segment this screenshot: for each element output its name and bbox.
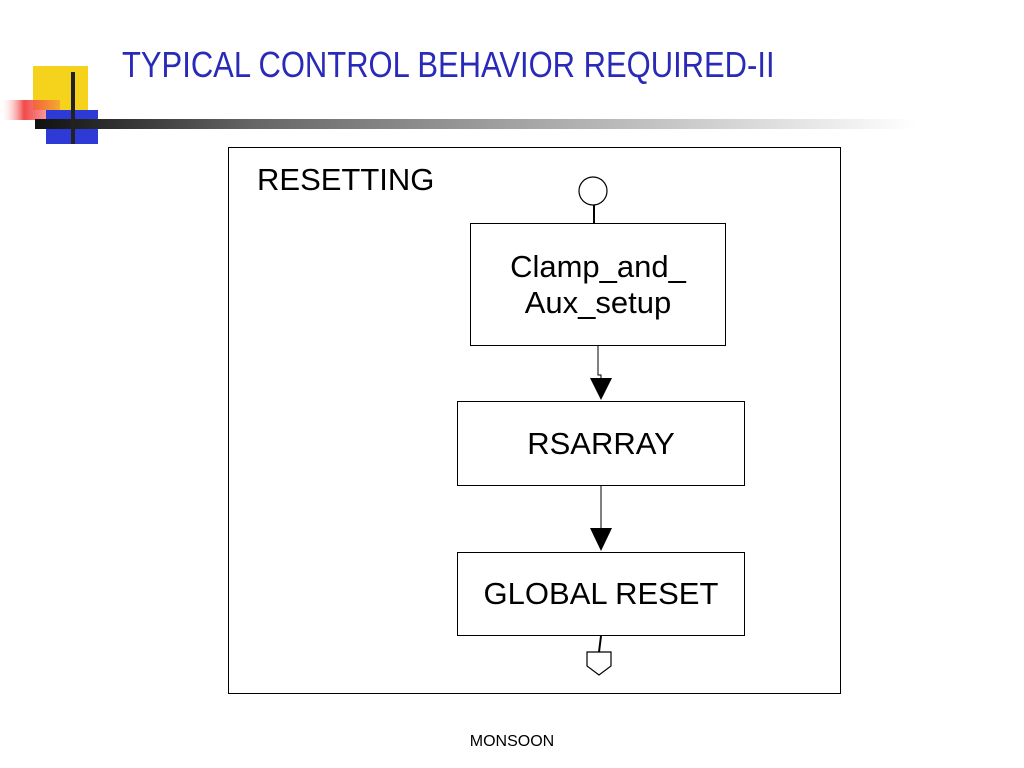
state-global-reset: GLOBAL RESET: [457, 552, 745, 636]
deco-red-bar: [0, 100, 60, 120]
resetting-state-frame: [228, 147, 841, 694]
slide-title: TYPICAL CONTROL BEHAVIOR REQUIRED-II: [122, 44, 775, 85]
connector-global-reset-to-final: [598, 635, 602, 653]
state-label-line2: Aux_setup: [524, 284, 672, 320]
state-clamp-and-aux-setup: Clamp_and_ Aux_setup: [470, 223, 726, 346]
final-state-marker: [586, 651, 612, 676]
slide-footer: MONSOON: [469, 733, 555, 750]
decorative-rule: [35, 72, 915, 144]
state-label: GLOBAL RESET: [483, 576, 719, 611]
connector-clamp-to-rsarray: [597, 346, 602, 381]
title-underline-bar: [35, 119, 915, 129]
arrowhead-to-rsarray: [590, 378, 612, 400]
state-label-line1: Clamp_and_: [510, 248, 686, 284]
state-rsarray: RSARRAY: [457, 401, 745, 486]
arrowhead-to-global-reset: [590, 528, 612, 551]
initial-state-marker: [578, 176, 608, 206]
frame-label: RESETTING: [257, 162, 435, 197]
deco-vertical-line: [71, 72, 75, 144]
state-label: RSARRAY: [527, 425, 675, 461]
